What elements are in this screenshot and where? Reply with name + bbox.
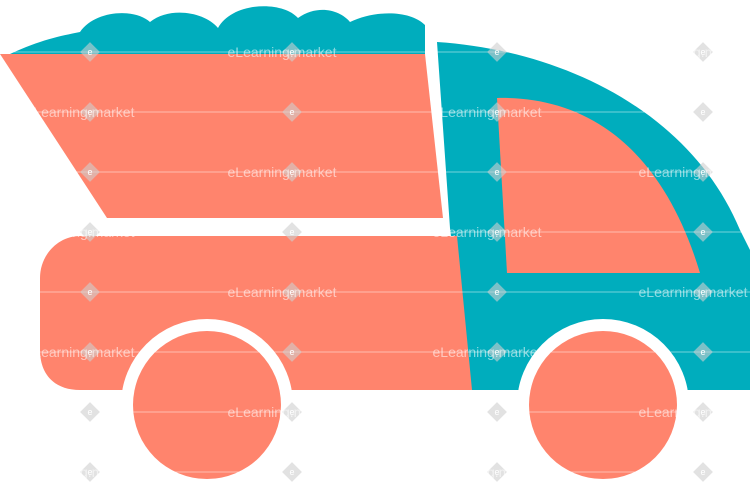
watermark-badge-letter: e	[289, 227, 294, 237]
watermark-badge	[693, 402, 713, 422]
watermark-badge-letter: e	[494, 167, 499, 177]
cabin-window	[497, 97, 700, 274]
watermark-badge-letter: e	[289, 107, 294, 117]
watermark-badge	[487, 402, 507, 422]
watermark-badge-letter: e	[87, 167, 92, 177]
watermark-badge-letter: e	[87, 347, 92, 357]
watermark-text: eLearning.market	[639, 284, 748, 300]
watermark-badge	[80, 162, 100, 182]
watermark-badge	[487, 462, 507, 482]
watermark-badge	[487, 162, 507, 182]
watermark-badge	[693, 462, 713, 482]
watermark-badge-letter: e	[87, 47, 92, 57]
watermark-badge	[487, 102, 507, 122]
front-wheel	[517, 319, 689, 491]
watermark-text: eLearning.market	[228, 404, 337, 420]
cargo-bed	[0, 54, 443, 218]
watermark-badge-letter: e	[700, 467, 705, 477]
watermark-badge-letter: e	[494, 467, 499, 477]
watermark-badge-letter: e	[87, 107, 92, 117]
watermark-badge	[282, 462, 302, 482]
watermark-badge-letter: e	[289, 287, 294, 297]
watermark-badge	[282, 102, 302, 122]
watermark-text: eLearning.market	[26, 104, 135, 120]
watermark-text: eLearning.market	[228, 284, 337, 300]
watermark-badge-letter: e	[87, 407, 92, 417]
watermark-badge-letter: e	[289, 407, 294, 417]
watermark-badge-letter: e	[700, 107, 705, 117]
watermark-badge	[693, 282, 713, 302]
watermark-badge	[282, 282, 302, 302]
watermark-badge-letter: e	[494, 107, 499, 117]
watermark-text: eLearning.market	[639, 164, 748, 180]
watermark-text: eLearning.market	[433, 344, 542, 360]
watermark-badge-letter: e	[494, 347, 499, 357]
watermark-badge-letter: e	[700, 167, 705, 177]
watermark-badge	[80, 222, 100, 242]
watermark-badge-letter: e	[494, 47, 499, 57]
watermark-badge	[282, 222, 302, 242]
watermark-badge	[693, 342, 713, 362]
watermark-badge-letter: e	[700, 47, 705, 57]
watermark-badge-letter: e	[494, 287, 499, 297]
watermark-badge-letter: e	[494, 407, 499, 417]
watermark-badge-letter: e	[700, 407, 705, 417]
rear-wheel	[121, 319, 293, 491]
watermark-badge	[80, 102, 100, 122]
watermark-badge	[80, 282, 100, 302]
watermark-badge	[282, 42, 302, 62]
watermark-text: eLearning.market	[639, 44, 748, 60]
watermark-badge	[80, 342, 100, 362]
watermark-badge-letter: e	[700, 227, 705, 237]
watermark-badge	[80, 402, 100, 422]
watermark-badge-letter: e	[700, 287, 705, 297]
watermark-badge	[487, 42, 507, 62]
watermark-badge	[487, 282, 507, 302]
watermark-badge	[487, 222, 507, 242]
watermark-badge	[282, 402, 302, 422]
watermark-badge-letter: e	[289, 47, 294, 57]
watermark-text: eLearning.market	[639, 404, 748, 420]
watermark-badge	[80, 42, 100, 62]
watermark-badge-letter: e	[494, 227, 499, 237]
watermark-badge-letter: e	[289, 167, 294, 177]
watermark-text: eLearning.market	[228, 164, 337, 180]
watermark-text: eLearning.market	[26, 344, 135, 360]
watermark-badge-letter: e	[700, 347, 705, 357]
watermark-text: eLearning.market	[26, 224, 135, 240]
watermark-badge	[487, 342, 507, 362]
watermark-text: eLearning.market	[26, 464, 135, 480]
watermark-badge	[80, 462, 100, 482]
watermark-badge	[282, 162, 302, 182]
watermark-text: eLearning.market	[433, 104, 542, 120]
watermark-badge-letter: e	[289, 347, 294, 357]
watermark-text: eLearning.market	[433, 464, 542, 480]
load-pile	[10, 6, 425, 56]
watermark-text: eLearning.market	[433, 224, 542, 240]
watermark-badge	[282, 342, 302, 362]
watermark-badge-letter: e	[87, 467, 92, 477]
watermark-text: eLearning.market	[228, 44, 337, 60]
watermark-badge-letter: e	[289, 467, 294, 477]
watermark-badge-letter: e	[87, 287, 92, 297]
watermark-badge-letter: e	[87, 227, 92, 237]
